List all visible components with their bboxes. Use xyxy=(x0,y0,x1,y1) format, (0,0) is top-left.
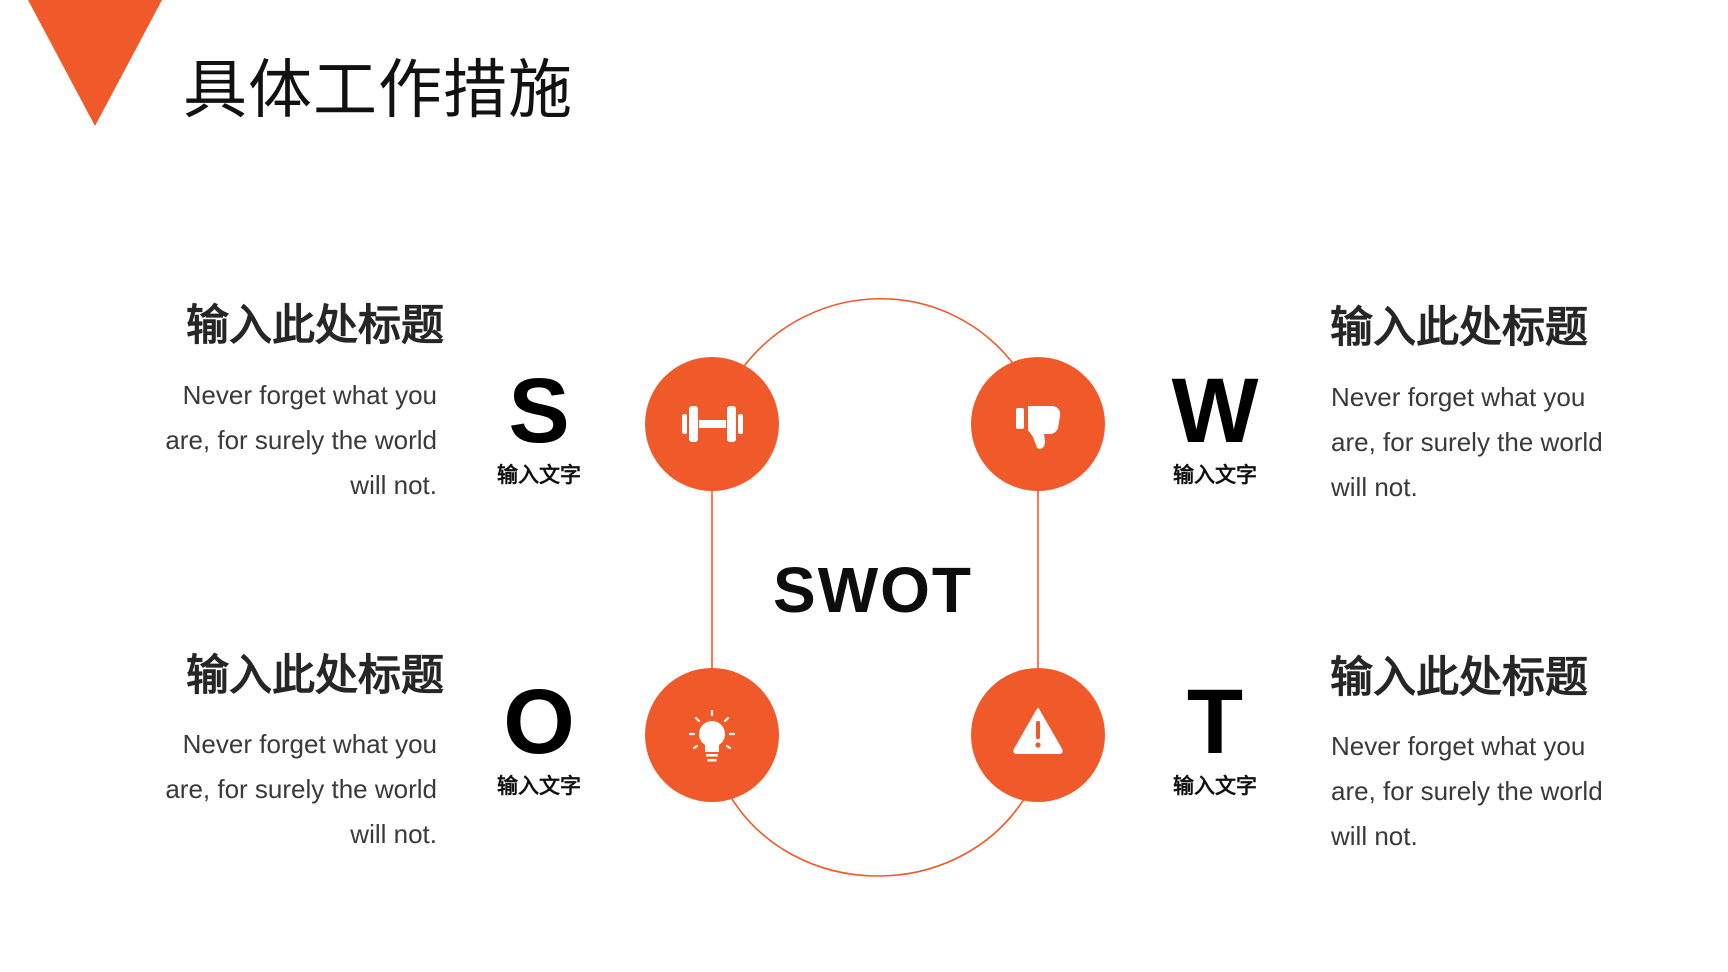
page-title: 具体工作措施 xyxy=(183,54,573,126)
t-caption: 输入文字 xyxy=(1173,775,1257,798)
s-body: Never forget what you are, for surely th… xyxy=(165,380,437,500)
bottom-arc xyxy=(725,788,1031,877)
t-heading: 输入此处标题 xyxy=(1330,654,1588,702)
o-letter: O xyxy=(503,671,575,773)
t-letter: T xyxy=(1186,671,1244,773)
w-node xyxy=(971,357,1105,491)
o-caption: 输入文字 xyxy=(497,775,581,798)
t-node xyxy=(971,668,1105,802)
thumbs-down-icon xyxy=(1016,406,1061,449)
top-arc xyxy=(740,297,1019,371)
lightbulb-icon xyxy=(688,709,736,762)
w-heading: 输入此处标题 xyxy=(1330,304,1588,352)
t-body: Never forget what you are, for surely th… xyxy=(1331,731,1603,851)
s-node xyxy=(645,357,779,491)
w-caption: 输入文字 xyxy=(1173,464,1257,487)
o-node xyxy=(645,668,779,802)
s-letter: S xyxy=(508,360,570,462)
dumbbell-icon xyxy=(682,406,743,442)
w-body: Never forget what you are, for surely th… xyxy=(1331,382,1603,502)
center-swot-label: SWOT xyxy=(773,554,973,626)
s-heading: 输入此处标题 xyxy=(186,302,444,350)
o-heading: 输入此处标题 xyxy=(186,652,444,700)
o-body: Never forget what you are, for surely th… xyxy=(165,729,437,849)
corner-triangle xyxy=(28,0,162,126)
s-caption: 输入文字 xyxy=(497,464,581,487)
warning-icon xyxy=(1013,708,1063,754)
w-letter: W xyxy=(1171,360,1259,462)
